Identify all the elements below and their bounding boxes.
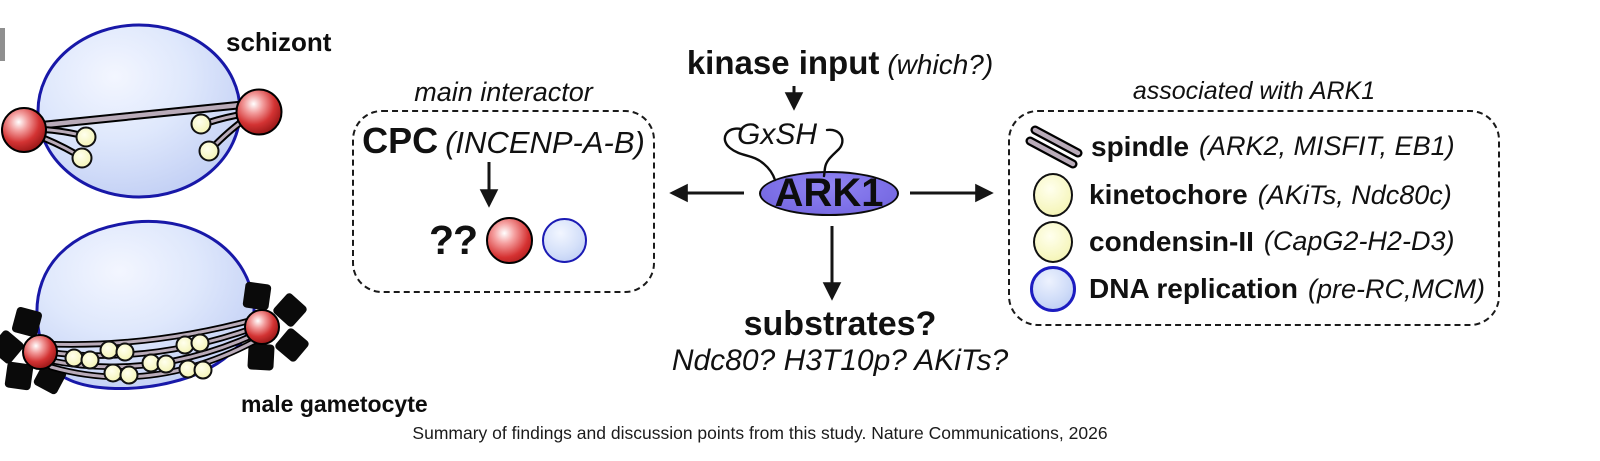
dna-replication-icon — [1024, 266, 1082, 313]
associated-row-condensin: condensin-II (CapG2-H2-D3) — [1024, 220, 1490, 263]
spindle-rods — [42, 315, 263, 381]
associated-detail: (pre-RC,MCM) — [1308, 273, 1485, 304]
spindle-icon — [1024, 124, 1084, 170]
substrates-label: substrates? — [743, 305, 937, 343]
gametocyte-cell-illustration — [0, 219, 309, 395]
associated-detail: (ARK2, MISFIT, EB1) — [1199, 131, 1455, 162]
spindle-pole — [244, 309, 280, 345]
cpc-components: (INCENP-A-B) — [445, 125, 645, 160]
edge-artifact — [0, 28, 5, 61]
cpc-label: CPC(INCENP-A-B) — [352, 120, 655, 162]
associated-row-dna-replication: DNA replication (pre-RC,MCM) — [1024, 266, 1490, 313]
schizont-label: schizont — [226, 27, 332, 57]
kinetochore-dots — [64, 333, 213, 385]
axoneme-blocks — [0, 281, 309, 395]
unknown-interactors-row: ?? — [429, 217, 588, 264]
cpc-name: CPC — [362, 120, 439, 161]
nucleus-icon — [542, 218, 588, 263]
ark1-node: ARK1 — [759, 171, 899, 216]
associated-label: condensin-II — [1089, 225, 1254, 257]
kinetochore-dots — [71, 113, 220, 169]
associated-title: associated with ARK1 — [1132, 77, 1376, 105]
main-interactor-title: main interactor — [414, 77, 593, 107]
associated-label: spindle — [1091, 130, 1190, 162]
associated-row-spindle: spindle (ARK2, MISFIT, EB1) — [1024, 124, 1490, 170]
associated-detail: (AKiTs, Ndc80c) — [1257, 179, 1452, 210]
spindle-rods — [29, 99, 255, 158]
kinase-input-note: (which?) — [887, 49, 994, 80]
male-gametocyte-label: male gametocyte — [241, 391, 428, 417]
associated-row-kinetochore: kinetochore (AKiTs, Ndc80c) — [1024, 173, 1490, 218]
kinetochore-icon — [1024, 173, 1082, 218]
associated-detail: (CapG2-H2-D3) — [1263, 226, 1455, 257]
main-interactor-box — [352, 110, 655, 293]
spindle-pole — [235, 88, 283, 136]
substrate-candidates: Ndc80? H3T10p? AKiTs? — [671, 344, 1009, 377]
unknown-marker: ?? — [429, 217, 478, 263]
kinase-input-label: kinase input(which?) — [640, 44, 1040, 82]
associated-label: DNA replication — [1089, 273, 1298, 305]
spindle-pole — [22, 334, 58, 370]
figure-caption: Summary of findings and discussion point… — [412, 423, 1108, 443]
kinase-input-text: kinase input — [686, 44, 880, 81]
condensin-icon — [1024, 220, 1082, 263]
centriolar-plaque-icon — [486, 217, 534, 264]
spindle-pole — [1, 107, 47, 153]
gxsh-motif-label: GxSH — [737, 118, 818, 151]
associated-label: kinetochore — [1089, 179, 1248, 211]
associated-box: spindle (ARK2, MISFIT, EB1) kinetochore … — [1008, 110, 1500, 326]
